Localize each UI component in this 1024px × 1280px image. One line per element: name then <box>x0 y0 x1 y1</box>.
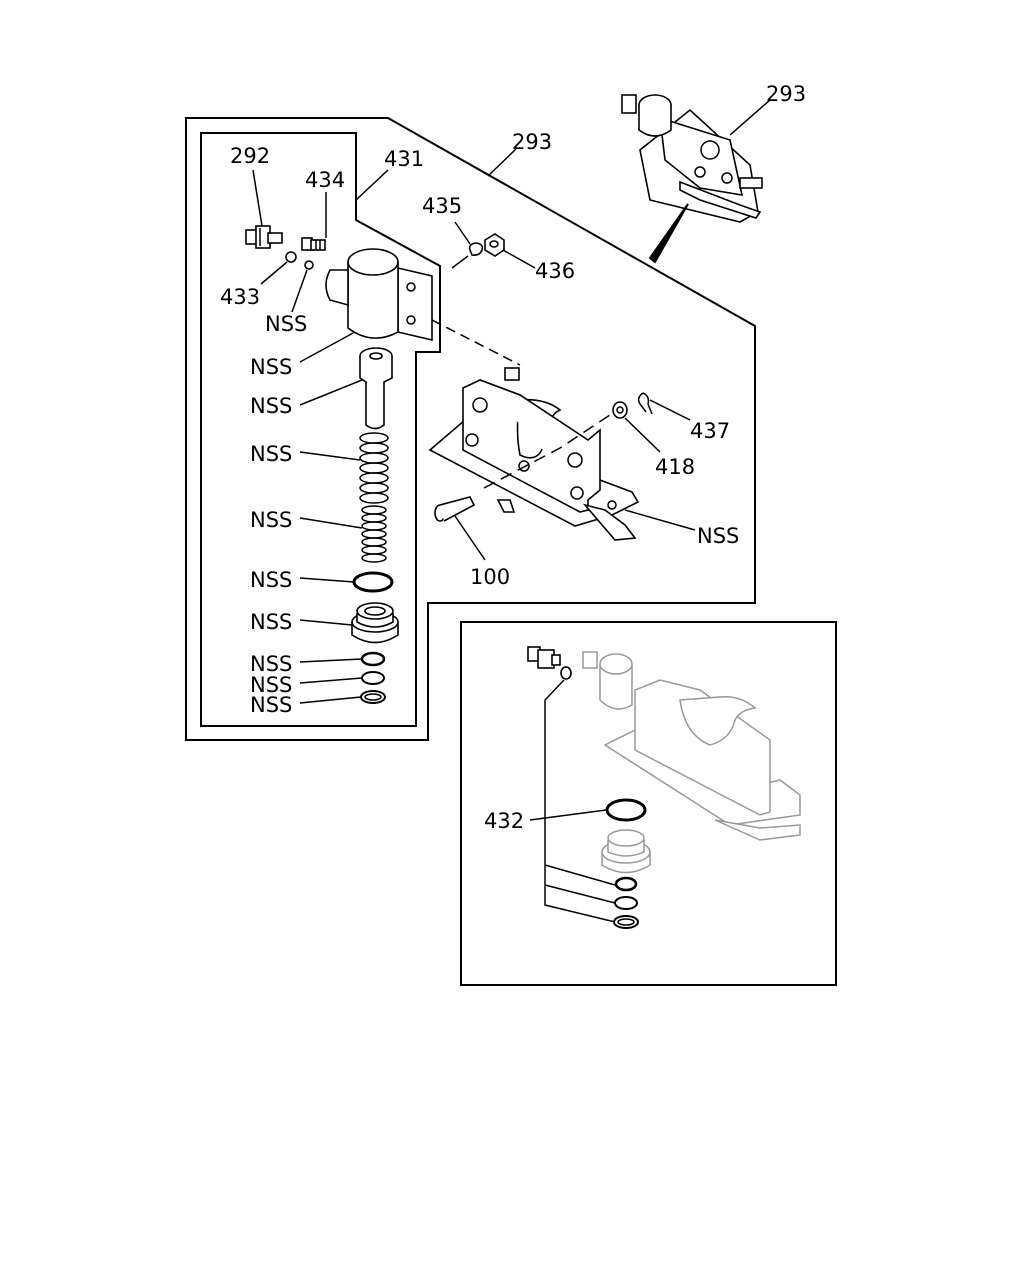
callout-line-nss-oring <box>299 577 355 583</box>
callout-line-436 <box>502 249 536 269</box>
callout-line-nss-spring1 <box>299 451 361 461</box>
spring-upper <box>359 432 389 504</box>
callout-line-432 <box>529 809 607 821</box>
callout-432: 432 <box>484 809 524 833</box>
spring-lower <box>361 505 387 563</box>
plug <box>351 602 399 644</box>
alignment-line-clip <box>451 255 469 269</box>
callout-line-433 <box>260 261 288 285</box>
callout-418: 418 <box>655 455 695 479</box>
callout-line-nss-piston <box>299 379 363 406</box>
callout-line-437 <box>649 399 691 421</box>
mini-assembly-293 <box>621 94 763 223</box>
assembly-frame <box>185 117 756 741</box>
fitting-292 <box>245 225 283 249</box>
callout-293-top: 293 <box>766 82 806 106</box>
callout-line-nss-ring3 <box>299 696 362 704</box>
callout-nss-ring1: NSS <box>250 652 292 676</box>
callout-line-293-main <box>487 148 517 177</box>
callout-line-435 <box>454 221 471 245</box>
valve-group-frame <box>200 132 441 727</box>
callout-line-100 <box>454 515 486 561</box>
seal-ring <box>304 260 314 270</box>
callout-nss-bracket: NSS <box>697 524 739 548</box>
callout-line-nss-spring2 <box>299 517 363 529</box>
callout-nss-spring2: NSS <box>250 508 292 532</box>
callout-434: 434 <box>305 168 345 192</box>
bolt-100 <box>434 496 476 522</box>
callout-line-nss-plug <box>299 619 353 626</box>
ring-1 <box>360 651 386 667</box>
inset-assembly <box>527 646 801 874</box>
nut-436 <box>484 233 505 257</box>
callout-435: 435 <box>422 194 462 218</box>
callout-437: 437 <box>690 419 730 443</box>
callout-nss-spring1: NSS <box>250 442 292 466</box>
callout-line-292 <box>252 169 263 227</box>
callout-line-293-top <box>729 99 771 136</box>
callout-nss-ring3: NSS <box>250 693 292 717</box>
callout-nss-oring: NSS <box>250 568 292 592</box>
callout-nss-piston: NSS <box>250 394 292 418</box>
callout-nss-plug: NSS <box>250 610 292 634</box>
screw-434 <box>301 237 326 251</box>
pointer-arrow <box>648 203 689 264</box>
callout-293-main: 293 <box>512 130 552 154</box>
inset-ring-2 <box>614 896 638 910</box>
callout-431: 431 <box>384 147 424 171</box>
main-bracket-assembly <box>428 367 640 541</box>
callout-line-431 <box>355 169 389 201</box>
callout-line-418 <box>624 417 661 453</box>
callout-292: 292 <box>230 144 270 168</box>
callout-line-nss-bracket <box>624 509 696 531</box>
inset-leader-bracket <box>544 679 616 923</box>
callout-line-nss-ring1 <box>299 658 363 663</box>
callout-nss-body: NSS <box>250 355 292 379</box>
callout-436: 436 <box>535 259 575 283</box>
callout-nss-ring2: NSS <box>250 673 292 697</box>
inset-ring-1 <box>614 876 638 892</box>
callout-line-nss-body <box>299 331 356 363</box>
piston <box>359 347 393 430</box>
alignment-line-pin <box>483 414 611 489</box>
alignment-line-upper <box>431 319 521 366</box>
callout-nss-seal: NSS <box>265 312 307 336</box>
cotter-pin-437 <box>637 392 653 415</box>
callout-line-nss-seal <box>291 269 308 313</box>
clip-435 <box>468 242 484 256</box>
detail-inset-frame <box>460 621 837 986</box>
washer-433 <box>285 251 297 263</box>
callout-433: 433 <box>220 285 260 309</box>
callout-100: 100 <box>470 565 510 589</box>
washer-418 <box>612 401 628 419</box>
ring-2 <box>361 671 385 685</box>
valve-body <box>325 248 433 342</box>
callout-line-nss-ring2 <box>299 677 363 684</box>
inset-o-ring-432 <box>605 798 647 822</box>
o-ring <box>352 571 394 593</box>
